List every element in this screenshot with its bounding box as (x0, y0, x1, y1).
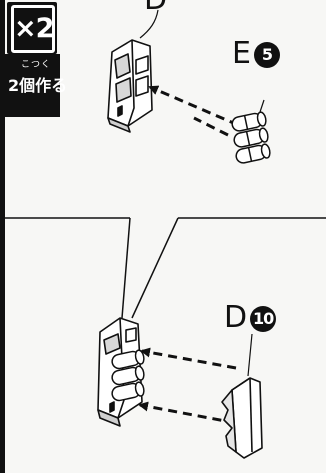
part-number-circle: 5 (253, 42, 280, 68)
part-letter-d: D (224, 300, 249, 335)
frame-part-step1 (107, 39, 153, 133)
part-letter-e: E (232, 36, 252, 71)
insert-arrow-dashed (148, 85, 239, 127)
furigana-text: こつく (21, 60, 52, 70)
make-count-label: 2個作る (8, 76, 68, 95)
inserted-cylinders (111, 349, 145, 402)
target-part-label: D (144, 0, 168, 17)
leader-line (259, 99, 265, 113)
insert-arrow-dashed-lower (138, 401, 237, 425)
part-number-circle: 10 (250, 306, 277, 332)
target-part-letter: D (144, 0, 168, 17)
make-count-box: こつく 2個作る (5, 54, 67, 117)
page-edge-rule (0, 0, 5, 473)
insert-guide-dashed (193, 116, 229, 137)
callout-divider (0, 217, 326, 319)
quantity-badge: ×2 (7, 2, 57, 54)
leader-line (139, 9, 159, 39)
holder-part-d10 (221, 377, 263, 459)
insert-arrow-dashed-upper (140, 347, 237, 370)
quantity-text: ×2 (11, 5, 55, 53)
cylinder-parts-e5 (231, 111, 271, 164)
leader-line (247, 333, 253, 377)
